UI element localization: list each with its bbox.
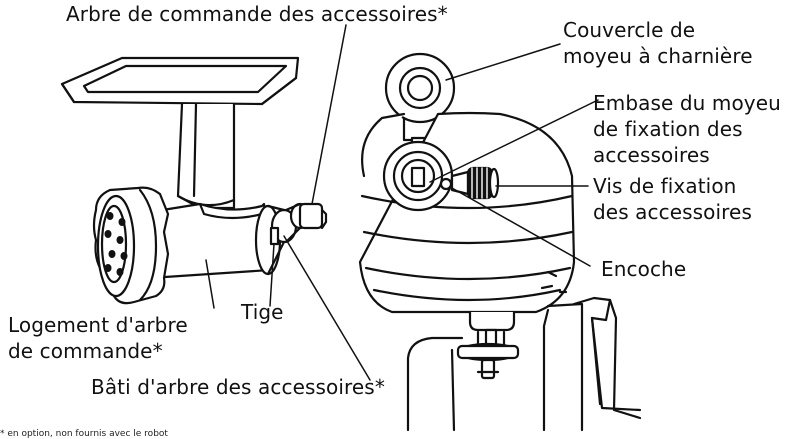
leader-lines bbox=[205, 24, 599, 381]
label-hub-cover-line1: Couvercle de bbox=[563, 18, 696, 42]
label-knob-line2: des accessoires bbox=[593, 200, 752, 224]
hinged-hub-cover bbox=[384, 52, 456, 152]
leader-hub-socket bbox=[429, 99, 599, 183]
stand-column bbox=[406, 290, 642, 432]
label-knob-line1: Vis de fixation bbox=[593, 174, 737, 198]
leader-notch bbox=[451, 187, 591, 267]
leader-drive-shaft bbox=[311, 24, 347, 205]
footnote: * en option, non fournis avec le robot bbox=[0, 429, 168, 439]
label-hub-cover-line2: moyeu à charnière bbox=[563, 44, 753, 68]
label-housing-line2: de commande* bbox=[8, 339, 163, 363]
label-hub-socket-line3: accessoires bbox=[593, 143, 710, 167]
grinder-neck bbox=[176, 102, 236, 210]
head-shell bbox=[358, 111, 576, 314]
leader-frame bbox=[283, 235, 371, 381]
leader-pin bbox=[269, 243, 275, 307]
attachment-knob bbox=[450, 166, 500, 200]
beater-shaft bbox=[456, 310, 520, 380]
grinder-attachment bbox=[60, 56, 328, 305]
label-hub-socket-line1: Embase du moyeu bbox=[593, 91, 781, 115]
grinder-body bbox=[148, 202, 328, 280]
label-housing-line1: Logement d'arbre bbox=[8, 313, 188, 337]
ring-nut bbox=[92, 186, 170, 305]
label-frame: Bâti d'arbre des accessoires* bbox=[91, 375, 385, 399]
leader-hub-cover bbox=[445, 43, 561, 81]
label-notch: Encoche bbox=[601, 257, 687, 281]
label-pin: Tige bbox=[241, 300, 284, 324]
label-hub-socket-line2: de fixation des bbox=[593, 117, 743, 141]
attachment-hub bbox=[382, 140, 454, 212]
leader-housing bbox=[205, 259, 215, 309]
mixer-head bbox=[358, 52, 642, 432]
label-drive-shaft: Arbre de commande des accessoires* bbox=[66, 2, 448, 26]
hopper-tray bbox=[60, 56, 300, 106]
